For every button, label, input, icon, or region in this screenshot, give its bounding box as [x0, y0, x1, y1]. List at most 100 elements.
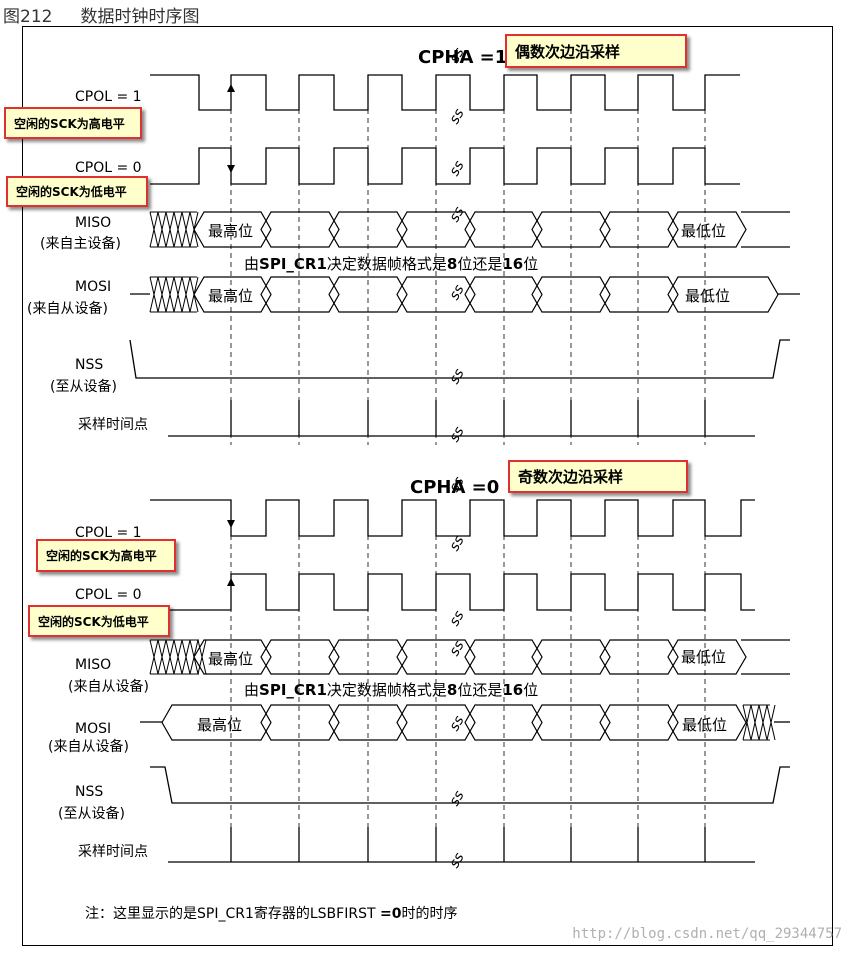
cpha0-miso-label: MISO: [75, 657, 111, 673]
cpha1-miso-bus-cell: [464, 211, 543, 248]
watermark: http://blog.csdn.net/qq_29344757: [572, 926, 842, 942]
cpha0-miso-bus-cell: [396, 639, 476, 675]
cpha1-nss-label: NSS: [75, 357, 103, 373]
cpha0-mosi-msb: 最高位: [197, 716, 242, 734]
cpha0-miso-bus-cell: [667, 639, 747, 675]
figure-caption: 数据时钟时序图: [80, 7, 200, 27]
cpha1-miso-hatch-stroke: [181, 211, 191, 248]
cpha1-miso-msb: 最高位: [208, 222, 253, 240]
cpha0-mosi-bus-cell: [599, 704, 679, 741]
cpha1-mosi-msb: 最高位: [208, 287, 253, 305]
cpha1-frame-note: 由SPI_CR1决定数据帧格式是8位还是16位: [244, 255, 538, 273]
cpha1-mosi-hatch-stroke: [173, 276, 183, 313]
cpha1-cpol1-clock: [150, 74, 740, 111]
cpha1-cpol1-label: CPOL = 1: [75, 89, 142, 105]
cpha0-break-mark: ss: [446, 713, 467, 734]
cpha0-miso-hatch-stroke: [157, 639, 167, 675]
cpha1-break-mark: ss: [446, 45, 467, 66]
cpha1-mosi-bus-cell: [396, 276, 476, 313]
cpha0-miso-bus-cell: [599, 639, 679, 675]
cpha0-mosi-bus-cell: [464, 704, 543, 741]
cpha1-mosi-bus-cell: [599, 276, 679, 313]
cpha1-cpol0-clock: [150, 147, 740, 185]
cpha1-miso-lsb: 最低位: [681, 222, 726, 240]
cpha1-mosi-bus-cell: [464, 276, 543, 313]
cpha1-miso-hatch-stroke: [173, 211, 183, 248]
cpha0-mosi-bus-cell: [396, 704, 476, 741]
footnote: 注：这里显示的是SPI_CR1寄存器的LSBFIRST =0时的时序: [85, 905, 457, 922]
cpha1-miso-bus-cell: [260, 211, 340, 248]
cpha0-miso-bus-cell: [260, 639, 340, 675]
cpha0-nss-line: [150, 766, 790, 804]
cpha1-miso-bus-cell: [667, 211, 747, 248]
cpha0-miso-bus-cell: [193, 639, 272, 675]
cpha1-callout: 偶数次边沿采样: [505, 34, 687, 68]
cpha1-title: CPHA =1: [418, 47, 507, 68]
cpha0-miso-bus-cell: [464, 639, 543, 675]
cpha0-mosi-lsb: 最低位: [682, 716, 727, 734]
cpha0-miso-hatch-stroke: [173, 639, 183, 675]
cpha0-break-mark: ss: [446, 533, 467, 554]
figure-title: 图212 数据时钟时序图: [3, 2, 199, 27]
cpha0-miso-sub: (来自从设备): [68, 678, 149, 695]
cpha1-nss-sub: (至从设备): [50, 378, 117, 395]
cpha0-mosi-hatch: [742, 704, 776, 741]
cpha0-cpol0-label: CPOL = 0: [75, 587, 142, 603]
cpha0-mosi-bus-cell: [260, 704, 340, 741]
cpha0-mosi-bus-cell: [531, 704, 611, 741]
cpha0-mosi-sub: (来自从设备): [48, 738, 129, 755]
cpha0-cpol1-label: CPOL = 1: [75, 525, 142, 541]
cpha0-miso-lsb: 最低位: [681, 648, 726, 666]
cpha0-title: CPHA =0: [410, 477, 499, 498]
cpha0-nss-label: NSS: [75, 784, 103, 800]
cpha0-break-mark: ss: [446, 608, 467, 629]
cpha1-break-mark: ss: [446, 204, 467, 225]
cpha0-break-mark: ss: [446, 638, 467, 659]
cpha0-idle-low-callout: 空闲的SCK为低电平: [28, 605, 170, 637]
cpha1-sample-label: 采样时间点: [78, 417, 148, 433]
cpha1-mosi-hatch-stroke: [181, 276, 191, 313]
cpha1-break-mark: ss: [446, 282, 467, 303]
cpha1-mosi-hatch-stroke: [149, 276, 159, 313]
cpha0-miso-hatch-stroke: [165, 639, 175, 675]
cpha0-mosi-bus-cell: [161, 704, 272, 741]
cpha1-mosi-hatch-stroke: [165, 276, 175, 313]
cpha0-mosi-hatch-stroke: [742, 704, 752, 741]
cpha0-miso-hatch-stroke: [197, 639, 207, 675]
cpha0-frame-note: 由SPI_CR1决定数据帧格式是8位还是16位: [244, 681, 538, 699]
cpha1-mosi-sub: (来自从设备): [27, 300, 108, 317]
cpha0-miso-msb: 最高位: [208, 650, 253, 668]
cpha1-miso-label: MISO: [75, 215, 111, 231]
cpha1-miso-hatch-stroke: [149, 211, 159, 248]
cpha1-miso-bus-cell: [599, 211, 679, 248]
cpha0-miso-hatch-stroke: [181, 639, 191, 675]
cpha1-mosi-bus-cell: [531, 276, 611, 313]
cpha1-miso-hatch-stroke: [165, 211, 175, 248]
cpha1-mosi-hatch: [149, 276, 199, 313]
cpha1-miso-bus-cell: [328, 211, 408, 248]
cpha0-miso-hatch: [149, 639, 207, 675]
cpha1-cpol1-arrow: [227, 84, 235, 92]
cpha0-miso-bus-cell: [328, 639, 408, 675]
cpha0-mosi-hatch-stroke: [750, 704, 760, 741]
figure-number: 图212: [3, 7, 53, 27]
cpha0-mosi-bus-cell: [328, 704, 408, 741]
cpha1-break-mark: ss: [446, 424, 467, 445]
cpha1-miso-bus-cell: [531, 211, 611, 248]
cpha0-callout: 奇数次边沿采样: [508, 460, 688, 493]
cpha1-miso-sub: (来自主设备): [40, 235, 121, 252]
cpha1-mosi-bus-cell: [260, 276, 340, 313]
cpha0-miso-bus-cell: [531, 639, 611, 675]
cpha1-break-mark: ss: [446, 106, 467, 127]
cpha1-idle-high-callout: 空闲的SCK为高电平: [4, 107, 142, 139]
cpha1-miso-bus-cell: [396, 211, 476, 248]
cpha0-break-mark: ss: [446, 788, 467, 809]
cpha0-mosi-label: MOSI: [75, 721, 111, 737]
cpha1-mosi-bus-cell: [193, 276, 272, 313]
cpha0-mosi-bus-cell: [667, 704, 747, 741]
cpha0-sample-label: 采样时间点: [78, 844, 148, 860]
cpha0-mosi-hatch-stroke: [766, 704, 776, 741]
